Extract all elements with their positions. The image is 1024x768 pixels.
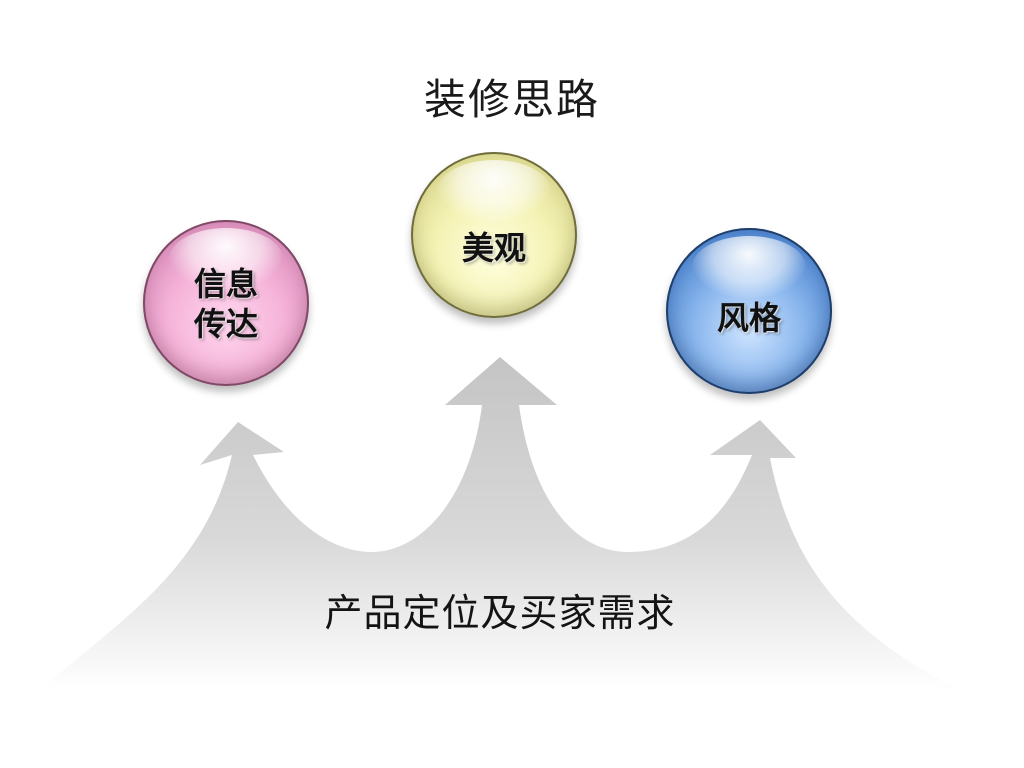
sphere-label: 美观 [461,229,526,267]
sphere-label-line1: 信息 [193,265,258,303]
sphere-label-line2: 传达 [193,305,258,343]
three-headed-arrow-shape [40,357,960,690]
slide-title: 装修思路 [423,75,600,124]
base-label: 产品定位及买家需求 [324,591,676,635]
sphere-highlight [692,236,806,298]
sphere-label: 信息 传达 [143,264,309,344]
sphere-highlight [437,160,551,222]
sphere-information: 信息 传达 [143,220,309,386]
sphere-label: 风格 [716,299,781,337]
sphere-style: 风格 [666,228,832,394]
sphere-highlight [169,228,283,290]
sphere-aesthetics: 美观 [411,152,577,318]
